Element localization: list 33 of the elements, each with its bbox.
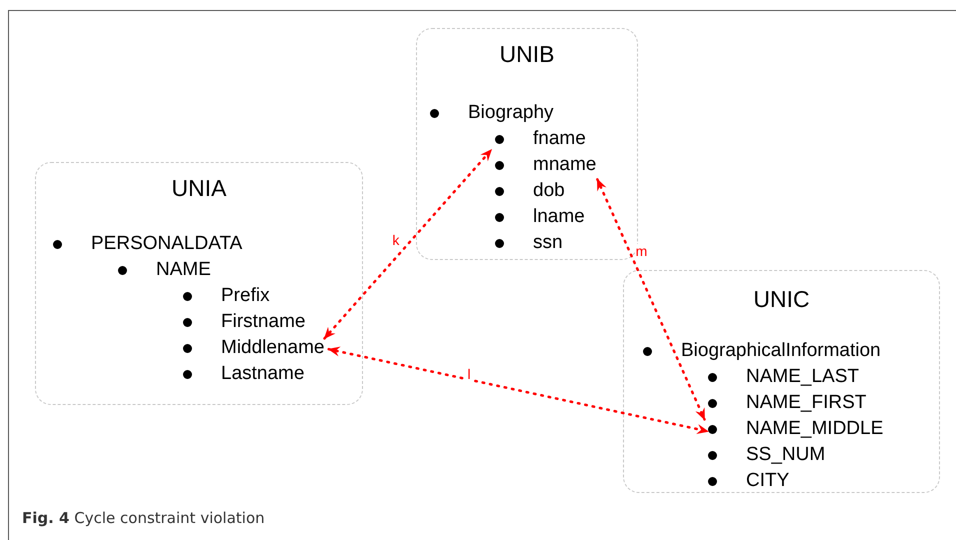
field-name: ssn <box>533 232 563 254</box>
field-name: Middlename <box>221 337 324 359</box>
schema-box <box>623 270 940 493</box>
list-item <box>430 101 554 125</box>
field-name: BiographicalInformation <box>681 340 881 362</box>
schema-box <box>416 28 638 260</box>
field-name: Prefix <box>221 285 270 307</box>
figure-caption: Fig. 4 Cycle constraint violation <box>22 509 265 527</box>
schema-title: UNIA <box>170 175 228 202</box>
field-name: PERSONALDATA <box>91 233 242 255</box>
dotted-arrow <box>323 148 493 340</box>
field-name: SS_NUM <box>746 444 826 466</box>
field-name: mname <box>533 154 596 176</box>
field-name: NAME_MIDDLE <box>746 418 884 440</box>
edge-label: k <box>391 233 400 248</box>
edge-label: l <box>466 366 472 381</box>
schema-box <box>35 162 363 405</box>
field-name: NAME_LAST <box>746 366 859 388</box>
list-item <box>643 339 881 363</box>
edge-label: m <box>634 244 648 258</box>
field-name: dob <box>533 180 565 202</box>
dotted-arrow <box>328 346 710 434</box>
field-name: NAME_FIRST <box>746 392 866 414</box>
schema-title: UNIB <box>498 41 556 68</box>
dotted-arrow <box>596 178 706 421</box>
field-name: Lastname <box>221 363 304 385</box>
field-name: lname <box>533 206 585 228</box>
schema-title: UNIC <box>752 286 811 313</box>
field-name: Firstname <box>221 311 306 333</box>
field-name: NAME <box>156 259 211 281</box>
field-name: Biography <box>468 102 554 124</box>
field-name: fname <box>533 128 586 150</box>
field-name: CITY <box>746 470 790 492</box>
